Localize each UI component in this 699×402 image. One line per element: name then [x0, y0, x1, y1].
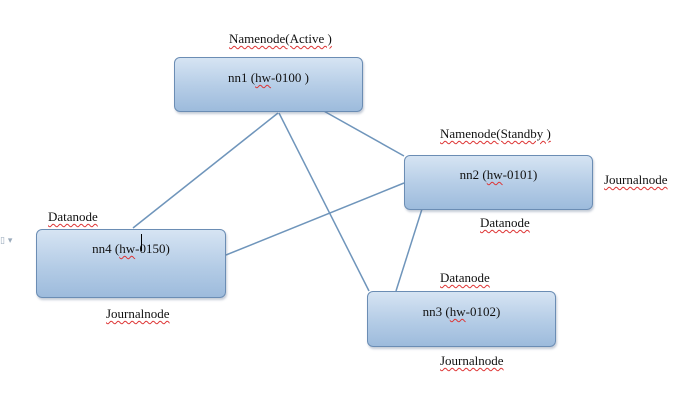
nn2-journalnode-label: Journalnode [604, 172, 668, 187]
node-nn4: nn4 (hw-0150) [36, 229, 226, 298]
nn1-role-text: Namenode(Active ) [229, 31, 332, 46]
nn2-journalnode-text: Journalnode [604, 172, 668, 187]
nn2-role-text: Namenode(Standby ) [440, 126, 551, 141]
nn4-label: nn4 (hw-0150) [92, 241, 170, 256]
edge-nn2-nn4 [225, 182, 405, 256]
nn2-role-label: Namenode(Standby ) [440, 126, 551, 141]
nn3-journalnode-label: Journalnode [440, 353, 504, 368]
nn2-label: nn2 (hw-0101) [459, 167, 538, 182]
margin-marker-icon: ▯ ▾ [0, 236, 13, 246]
edge-nn2-nn3 [395, 208, 423, 292]
nn3-label: nn3 (hw-0102) [422, 304, 501, 319]
nn4-role-text: Datanode [48, 209, 98, 224]
nn3-role-label: Datanode [440, 270, 490, 285]
nn1-role-label: Namenode(Active ) [229, 31, 332, 46]
edge-nn1-nn3 [278, 112, 370, 292]
edge-nn1-nn2 [321, 109, 405, 157]
nn4-journalnode-text: Journalnode [106, 306, 170, 321]
nn2-datanode-label: Datanode [480, 215, 530, 230]
text-cursor [141, 234, 142, 251]
nn3-role-text: Datanode [440, 270, 490, 285]
node-nn2: nn2 (hw-0101) [404, 155, 593, 210]
nn4-role-label: Datanode [48, 209, 98, 224]
nn4-journalnode-label: Journalnode [106, 306, 170, 321]
node-nn3: nn3 (hw-0102) [367, 291, 556, 347]
node-nn1: nn1 (hw-0100 ) [174, 57, 363, 112]
edge-nn1-nn4 [132, 112, 279, 229]
nn2-datanode-text: Datanode [480, 215, 530, 230]
nn1-label: nn1 (hw-0100 ) [228, 70, 309, 85]
nn3-journalnode-text: Journalnode [440, 353, 504, 368]
